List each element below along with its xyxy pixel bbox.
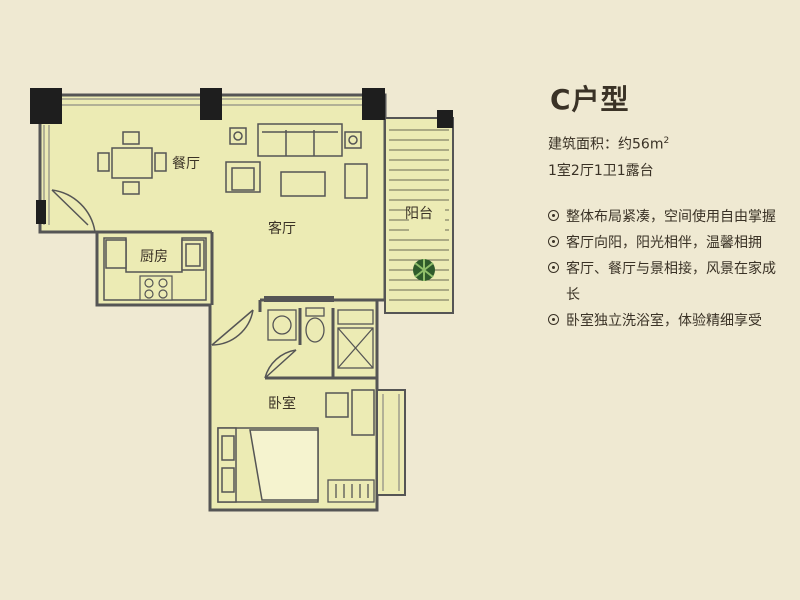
balcony-area — [384, 117, 454, 314]
bathroom-shelf-icon — [264, 296, 334, 302]
feature-text: 客厅、餐厅与景相接，风景在家成长 — [566, 260, 776, 303]
area-unit-superscript: 2 — [663, 136, 670, 146]
lamp-icon — [229, 127, 362, 149]
wardrobe-icon — [327, 479, 375, 503]
shower-icon — [337, 309, 374, 369]
bed-icon — [217, 427, 319, 503]
circle-dot-icon — [548, 209, 559, 221]
circle-dot-icon — [548, 235, 559, 247]
sink-icon — [267, 309, 297, 341]
feature-item: 卧室独立洗浴室，体验精细享受 — [548, 308, 784, 334]
circle-dot-icon — [548, 313, 559, 325]
kitchen-counter-icon — [103, 237, 207, 301]
toilet-icon — [305, 307, 325, 343]
sofa-icon — [257, 123, 343, 157]
circle-dot-icon — [548, 261, 559, 273]
room-label-kitchen: 厨房 — [140, 249, 168, 265]
coffee-table-icon — [280, 171, 326, 197]
feature-item: 客厅向阳，阳光相伴，温馨相拥 — [548, 230, 784, 256]
bay-window — [376, 389, 406, 496]
room-label-living: 客厅 — [268, 220, 296, 237]
room-label-dining: 餐厅 — [172, 156, 200, 172]
armchair-icon — [225, 161, 368, 199]
feature-text: 卧室独立洗浴室，体验精细享受 — [566, 312, 762, 329]
area-line: 建筑面积：约56m2 — [548, 128, 788, 158]
stove-icon — [139, 275, 173, 301]
feature-text: 整体布局紧凑，空间使用自由掌握 — [566, 208, 776, 225]
room-label-bedroom: 卧室 — [268, 395, 296, 412]
desk-icon — [325, 389, 375, 436]
floor-plan: 餐厅 客厅 厨房 阳台 卧室 — [30, 88, 454, 512]
plant-icon — [413, 259, 435, 281]
feature-text: 客厅向阳，阳光相伴，温馨相拥 — [566, 234, 762, 251]
top-windows — [43, 98, 362, 225]
info-panel: C户型 建筑面积：约56m2 1室2厅1卫1露台 整体布局紧凑，空间使用自由掌握… — [548, 78, 788, 334]
feature-item: 客厅、餐厅与景相接，风景在家成长 — [548, 256, 784, 308]
layout-text: 1室2厅1卫1露台 — [548, 162, 654, 179]
feature-item: 整体布局紧凑，空间使用自由掌握 — [548, 204, 784, 230]
doors — [51, 189, 297, 379]
area-text: 建筑面积：约56m — [548, 136, 664, 153]
feature-list: 整体布局紧凑，空间使用自由掌握 客厅向阳，阳光相伴，温馨相拥 客厅、餐厅与景相接… — [548, 204, 788, 334]
structural-pillars — [30, 88, 453, 224]
unit-type-title: C户型 — [550, 83, 630, 116]
dining-table-icon — [97, 131, 167, 195]
room-label-balcony: 阳台 — [405, 206, 433, 222]
